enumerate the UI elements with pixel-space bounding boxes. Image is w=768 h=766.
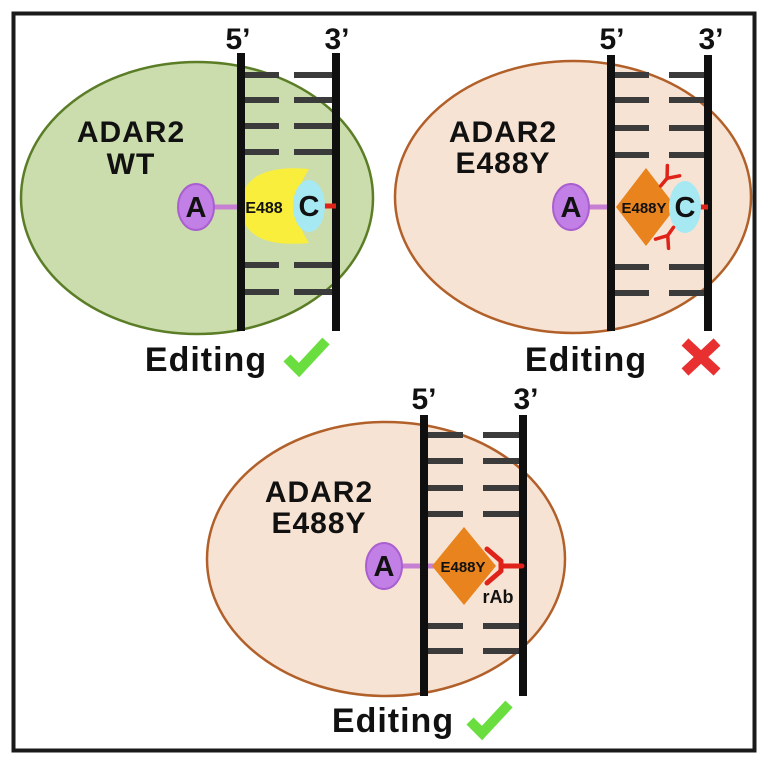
five-prime-label: 5’ [411, 383, 436, 416]
enzyme-label: E488Y [621, 200, 666, 217]
cross-icon [681, 338, 721, 376]
panel-adar2-e488y-blocked: ADAR2 E488Y 5’ 3’ C E488Y A Editing [393, 23, 753, 379]
adenosine-label: A [186, 192, 207, 224]
base-pair-rungs [245, 72, 333, 295]
antibody-icon [484, 546, 525, 586]
adenosine-label: A [561, 192, 582, 224]
three-prime-label: 3’ [698, 23, 723, 56]
five-prime-label: 5’ [225, 23, 250, 56]
enzyme-domain-mutant [432, 527, 496, 605]
cytosine-label: C [299, 191, 320, 223]
cytosine-base [293, 180, 325, 232]
adenosine-label: A [374, 551, 395, 583]
protein-name-line1: ADAR2 [265, 476, 373, 509]
panel-adar2-e488y-rab: ADAR2 E488Y 5’ 3’ E488Y rAb A Editing [205, 383, 567, 741]
enzyme-label: E488Y [440, 559, 485, 576]
protein-name-line2: WT [107, 148, 156, 181]
protein-name-line2: E488Y [455, 147, 550, 180]
protein-name-line1: ADAR2 [449, 116, 557, 149]
adenosine-base [177, 183, 215, 231]
enzyme-domain-wt [241, 168, 309, 244]
five-prime-label: 5’ [599, 23, 624, 56]
cytosine-label: C [675, 192, 696, 224]
editing-label: Editing [145, 341, 267, 379]
base-pair-rungs [428, 432, 519, 654]
adenosine-base [552, 183, 590, 231]
clash-mark-icon [653, 225, 676, 251]
panel-adar2-wt: ADAR2 WT 5’ 3’ C E488 A Editing [19, 23, 375, 379]
editing-label: Editing [525, 341, 647, 379]
antibody-label: rAb [483, 587, 514, 607]
checkmark-icon [283, 337, 330, 378]
enzyme-label: E488 [245, 200, 282, 217]
adenosine-base [365, 542, 403, 590]
checkmark-icon [466, 700, 513, 741]
clash-mark-icon [658, 163, 682, 188]
three-prime-label: 3’ [324, 23, 349, 56]
three-prime-label: 3’ [513, 383, 538, 416]
cytosine-base [669, 181, 701, 233]
base-pair-rungs [615, 72, 704, 296]
editing-label: Editing [332, 702, 454, 740]
protein-name-line1: ADAR2 [77, 116, 185, 149]
protein-name-line2: E488Y [271, 507, 366, 540]
